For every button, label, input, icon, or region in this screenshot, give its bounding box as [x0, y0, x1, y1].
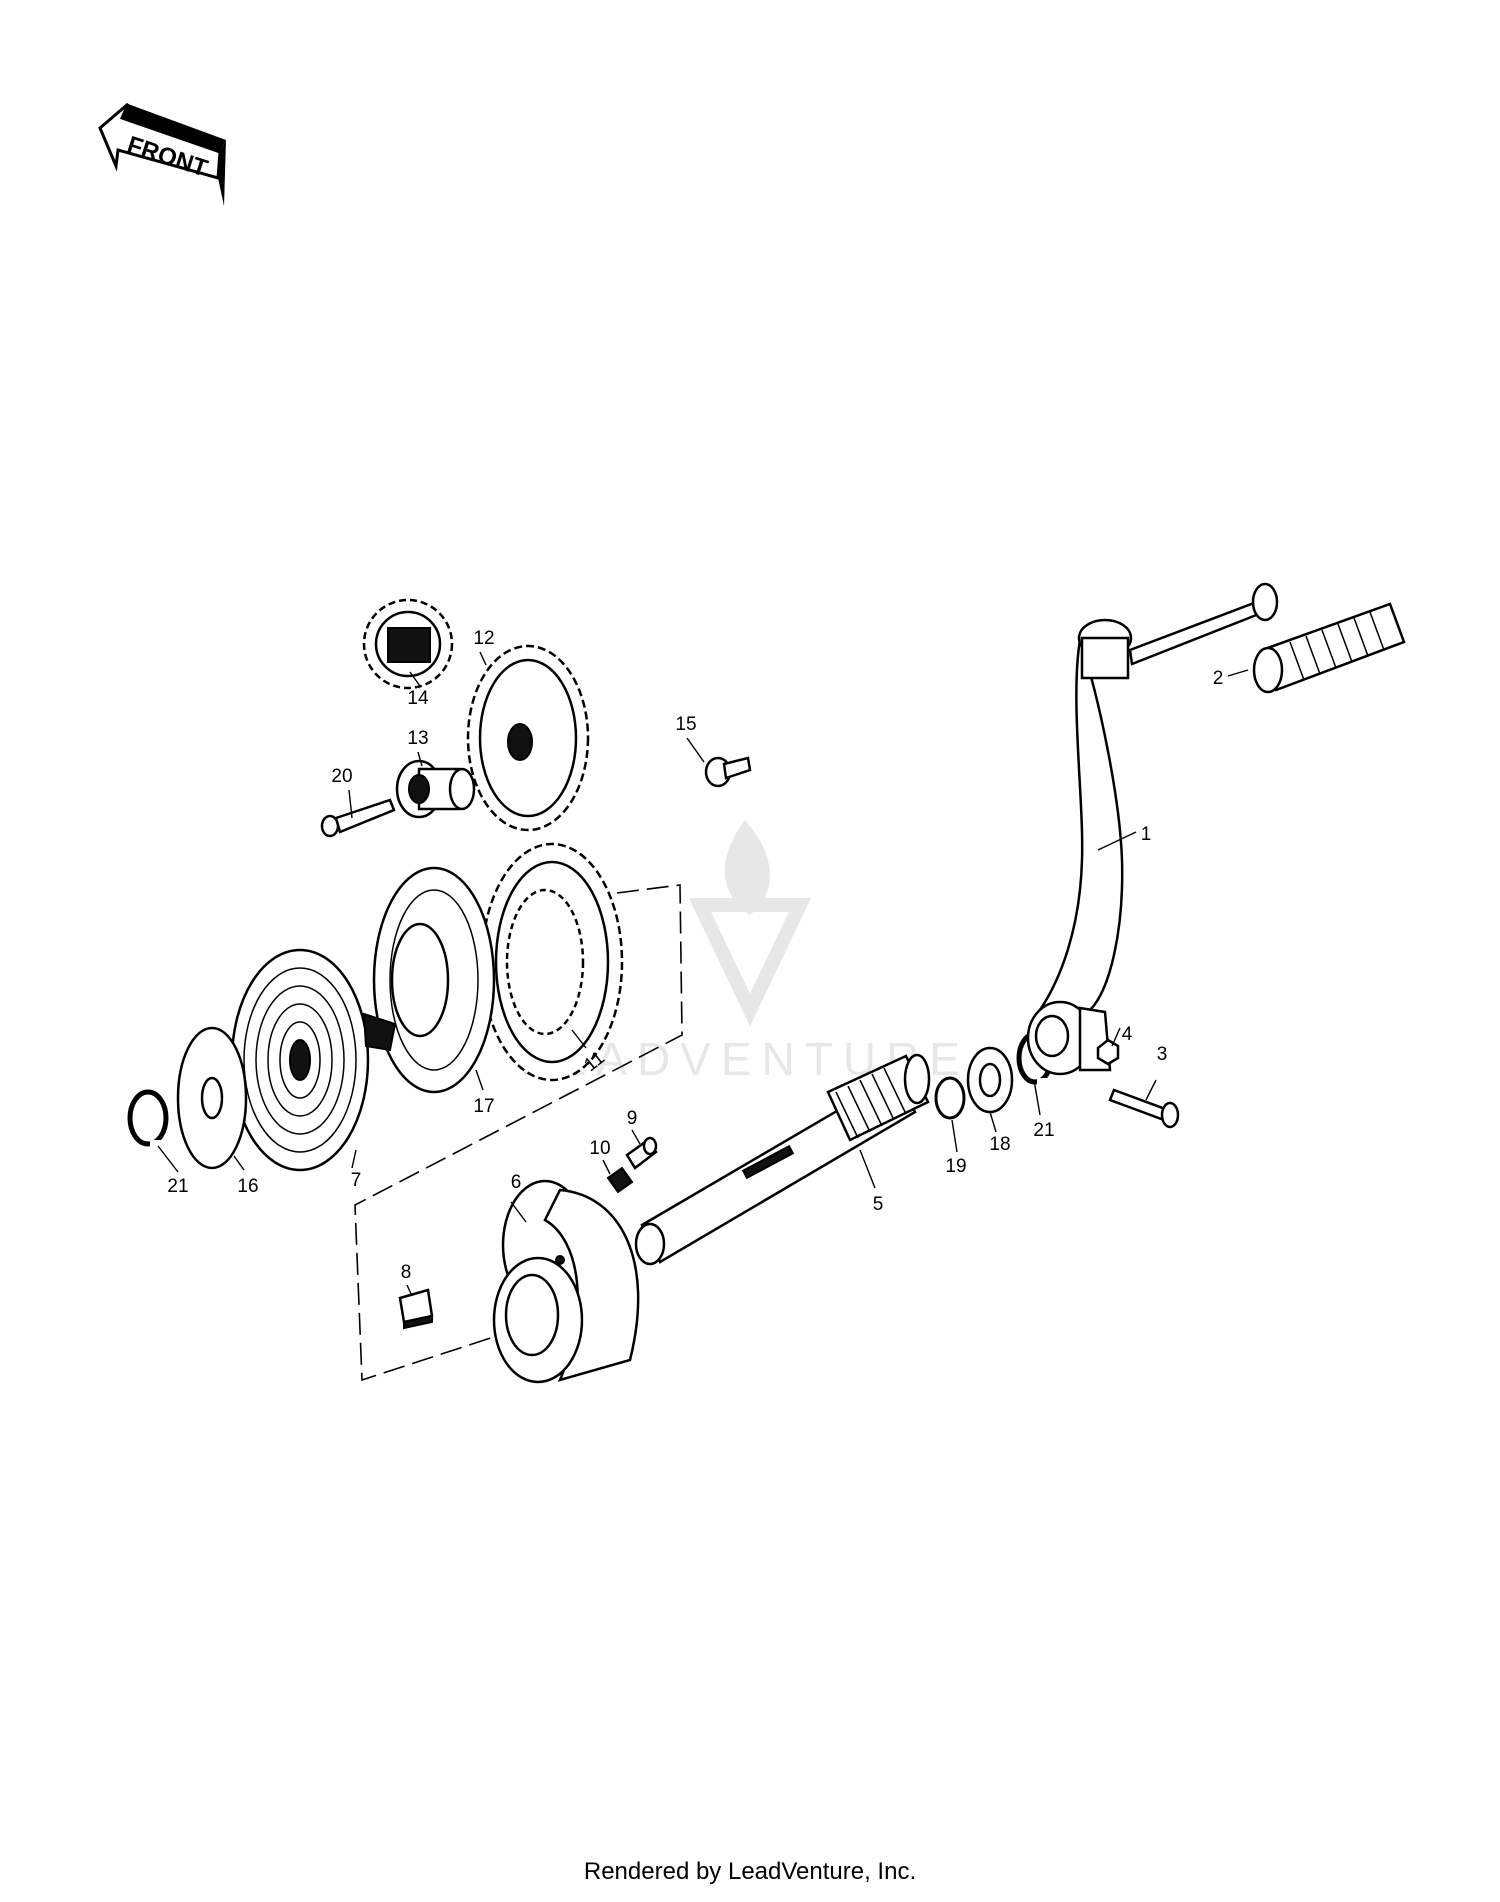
callout-9: 9: [627, 1108, 638, 1129]
callout-20: 20: [331, 766, 352, 787]
part-9-pin: [625, 1136, 658, 1170]
part-7-spiral-spring: [230, 948, 397, 1172]
part-21-circlip-left: [127, 1089, 169, 1148]
callout-21-left: 21: [167, 1176, 188, 1197]
part-14-small-gear: [362, 598, 454, 690]
callout-8: 8: [401, 1262, 412, 1283]
part-16-washer: [176, 1026, 248, 1170]
front-arrow: FRONT: [98, 102, 226, 206]
callout-1: 1: [1141, 824, 1152, 845]
callout-13: 13: [407, 728, 428, 749]
callout-5: 5: [873, 1194, 884, 1215]
part-1-kick-pedal: [1026, 582, 1279, 1076]
part-15-screw: [704, 756, 752, 788]
callout-10: 10: [589, 1138, 610, 1159]
callout-18: 18: [989, 1134, 1010, 1155]
callout-14: 14: [407, 688, 429, 709]
part-20-bolt: [320, 798, 396, 838]
part-13-collar: [395, 759, 476, 819]
callout-3: 3: [1157, 1044, 1168, 1065]
callout-21-right: 21: [1033, 1120, 1054, 1141]
callout-17: 17: [473, 1096, 494, 1117]
part-12-large-gear: [466, 644, 590, 832]
part-2-pedal-rubber: [1252, 602, 1406, 694]
callout-7: 7: [351, 1170, 362, 1191]
callout-16: 16: [237, 1176, 258, 1197]
part-3-bolt: [1108, 1088, 1180, 1129]
part-17-guide-plate: [372, 866, 496, 1094]
callout-6: 6: [511, 1172, 522, 1193]
part-6-kick-ratchet: [492, 1179, 640, 1384]
assembly-bracket: [354, 884, 683, 1382]
part-19-o-ring: [934, 1076, 966, 1120]
callout-labels: 1 2 3 4 5 6 7 8 9 10 11 12 13 14 15 16 1…: [167, 628, 1223, 1283]
part-18-washer: [966, 1046, 1014, 1114]
callout-12: 12: [473, 628, 494, 649]
part-4-nut: [1096, 1038, 1120, 1066]
callout-2: 2: [1213, 668, 1224, 689]
part-10-spring: [606, 1166, 634, 1194]
callout-15: 15: [675, 714, 696, 735]
leader-lines: [157, 651, 1249, 1297]
part-11-ratchet-gear: [480, 842, 624, 1082]
callout-19: 19: [945, 1156, 966, 1177]
part-5-kick-shaft: [634, 1053, 931, 1266]
part-8-pawl: [398, 1288, 434, 1330]
footer-credit: Rendered by LeadVenture, Inc.: [583, 1858, 917, 1885]
callout-4: 4: [1122, 1024, 1133, 1045]
